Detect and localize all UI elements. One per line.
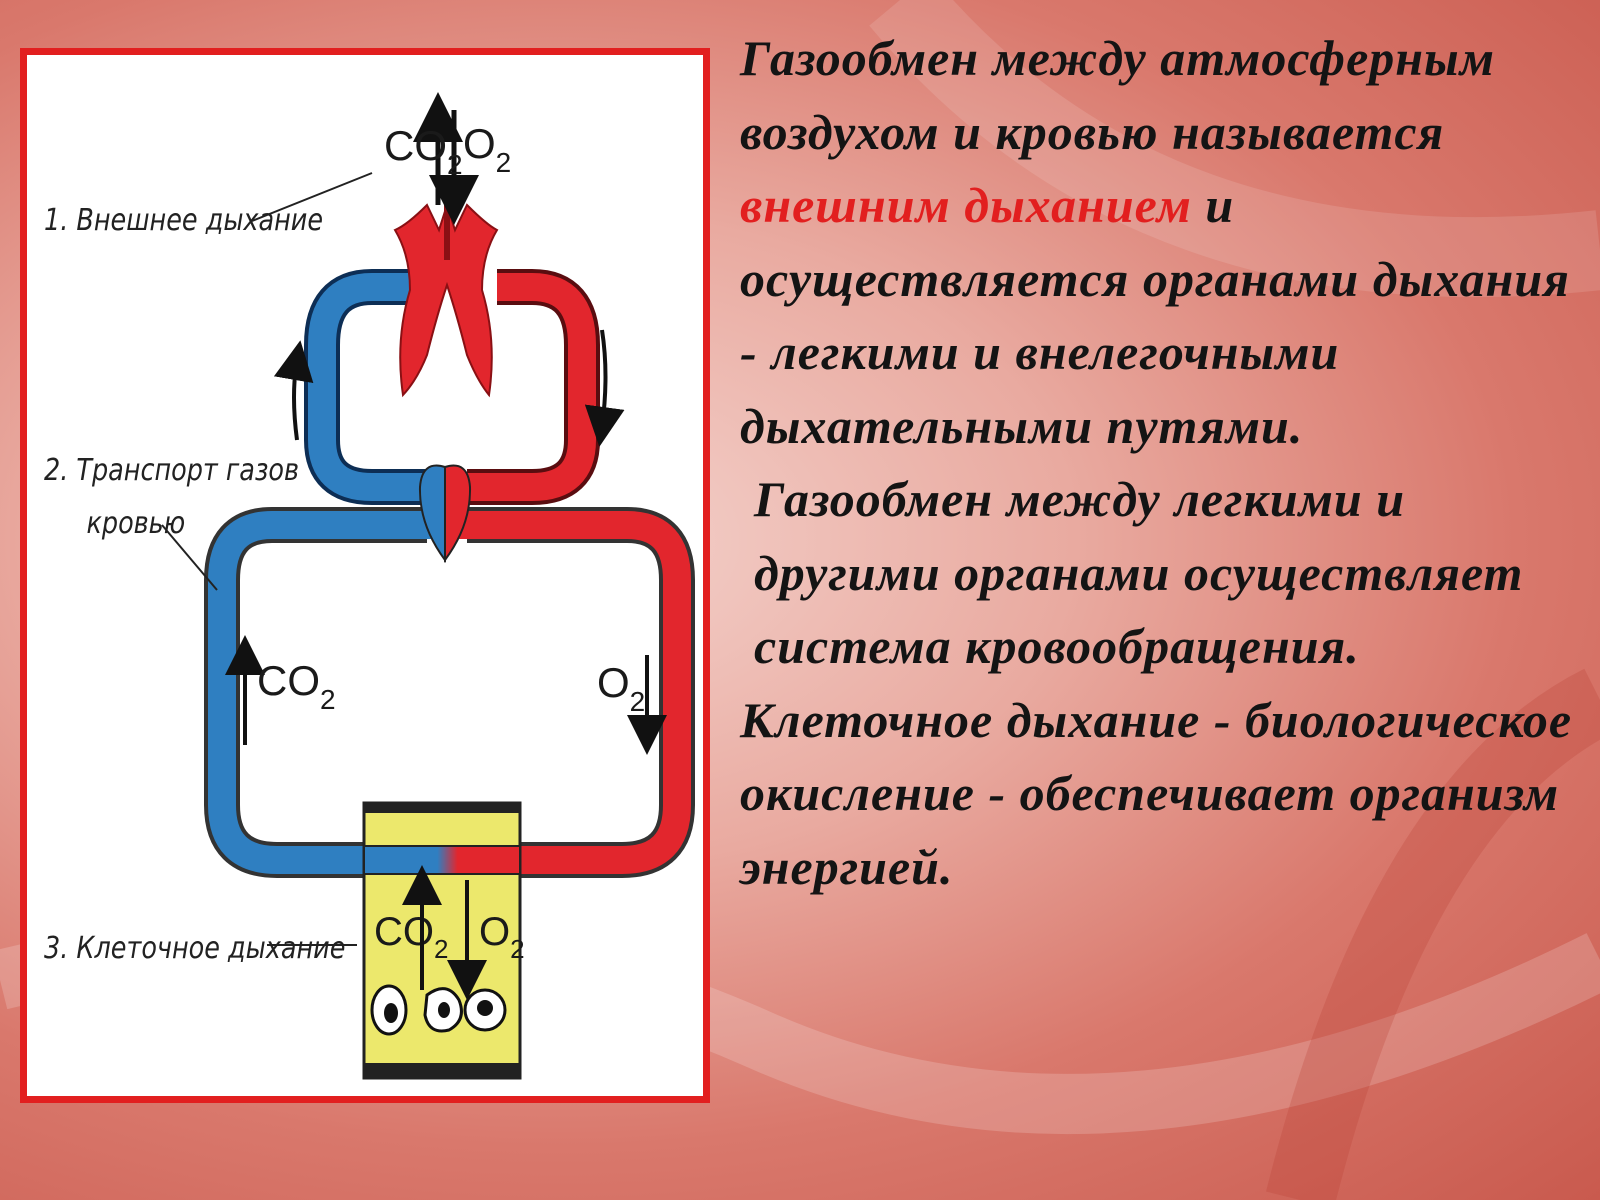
highlight-term: внешним дыханием: [740, 177, 1192, 233]
paragraph-1-end: и осуществляется органами дыхания - легк…: [740, 177, 1570, 454]
explanation-text: Газообмен между атмосферным воздухом и к…: [740, 22, 1590, 904]
gas-top-o2: O2: [463, 120, 511, 178]
label-external-respiration: 1. Внешнее дыхание: [44, 202, 323, 238]
respiration-diagram: CO2 O2 CO2 O2 CO2 O2: [44, 92, 695, 1080]
gas-mid-o2: O2: [597, 659, 645, 717]
diagram-frame: CO2 O2 CO2 O2 CO2 O2: [20, 48, 710, 1103]
paragraph-1-start: Газообмен между атмосферным воздухом и к…: [740, 30, 1495, 160]
label-gas-transport-line2: кровью: [87, 505, 186, 541]
gas-cell-o2: O2: [479, 910, 525, 964]
label-gas-transport: 2. Транспорт газов: [44, 452, 299, 488]
cell-icon: [463, 988, 507, 1032]
paragraph-circulation: Газообмен между легкими и другими органа…: [754, 471, 1524, 674]
paragraph-cellular-respiration: Клеточное дыхание - биологическое окисле…: [740, 691, 1573, 895]
cell-icon: [423, 987, 463, 1033]
gas-top-co2: CO2: [384, 122, 463, 180]
arrow-down-icon: [584, 329, 625, 447]
label-cellular-respiration: 3. Клеточное дыхание: [44, 930, 345, 966]
systemic-artery-right: [447, 511, 691, 874]
lungs-icon: [393, 201, 499, 398]
paragraph-external-respiration: Газообмен между атмосферным воздухом и к…: [740, 22, 1590, 463]
systemic-vein-left: [208, 511, 447, 874]
heart-icon: [418, 464, 472, 564]
cell-icon: [370, 984, 408, 1036]
arrow-up-icon: [273, 340, 314, 441]
gas-mid-co2: CO2: [257, 657, 336, 715]
